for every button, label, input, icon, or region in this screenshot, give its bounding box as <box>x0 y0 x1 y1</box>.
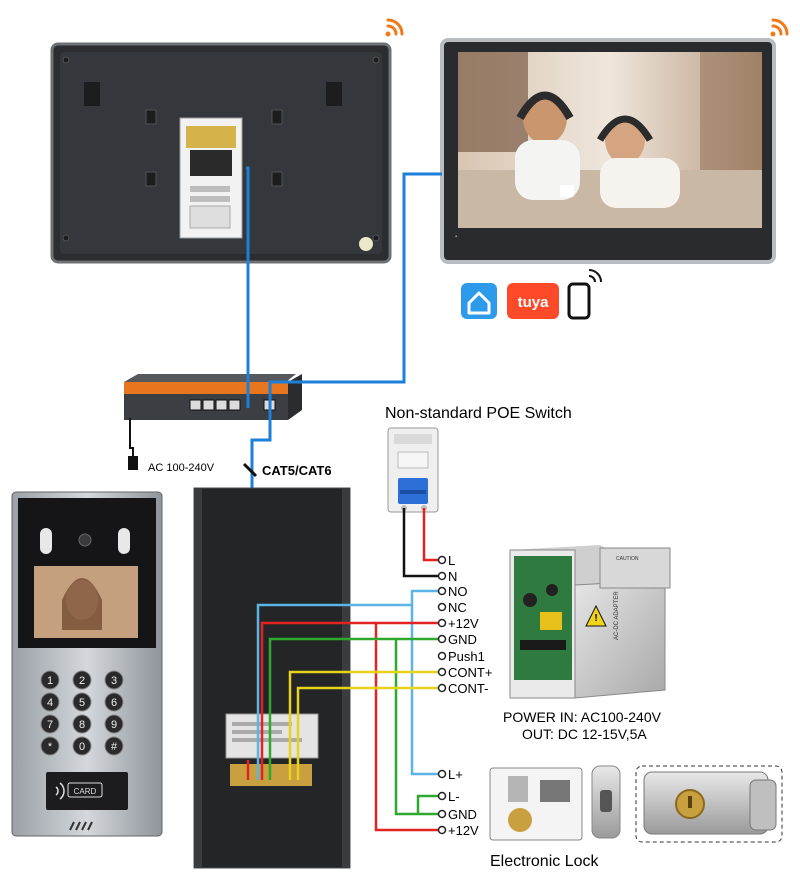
caution-text: CAUTION <box>616 556 639 562</box>
door-station-back <box>193 487 351 869</box>
keypad-button <box>104 670 124 690</box>
svg-text:!: ! <box>594 613 597 624</box>
terminal-label: L <box>448 553 455 568</box>
keypad-button <box>104 736 124 756</box>
smartphone-icon <box>567 269 602 320</box>
keypad-button <box>104 692 124 712</box>
terminal-label: CONT+ <box>448 665 492 680</box>
power-supply: ! CAUTION AC-DC ADAPTER <box>509 545 671 699</box>
terminal-marker <box>437 825 447 835</box>
switch-label: Non-standard POE Switch <box>385 405 572 422</box>
wifi-icon <box>385 18 404 37</box>
rear-label <box>225 713 319 759</box>
keypad-button <box>40 670 60 690</box>
keypad-key-label: 9 <box>111 719 117 731</box>
keypad-button <box>72 736 92 756</box>
keypad-key-label: 8 <box>79 719 85 731</box>
terminal-label: GND <box>448 632 477 647</box>
power-input-label: POWER IN: AC100-240V <box>503 709 662 725</box>
keypad-button <box>40 714 60 734</box>
terminal-label: N <box>448 569 457 584</box>
keypad-button <box>40 736 60 756</box>
speaker-grille <box>84 82 342 106</box>
monitor-back <box>50 42 392 264</box>
keypad-key-label: 0 <box>79 741 85 753</box>
terminal-marker <box>437 667 447 677</box>
terminal-marker <box>437 769 447 779</box>
ac-voltage-label: AC 100-240V <box>148 462 215 474</box>
terminal-label: GND <box>448 807 477 822</box>
wiring <box>246 508 438 832</box>
keypad-key-label: 5 <box>79 697 85 709</box>
terminal-label: NC <box>448 600 467 615</box>
keypad-key-label: 4 <box>47 697 53 709</box>
terminal-marker <box>437 651 447 661</box>
status-sticker <box>359 237 373 251</box>
lock-label: Electronic Lock <box>490 853 599 870</box>
terminal-marker <box>437 618 447 628</box>
terminal-label: +12V <box>448 616 479 631</box>
keypad-button <box>72 670 92 690</box>
tuya-text: tuya <box>518 294 550 311</box>
cable-slash <box>242 462 258 478</box>
keypad-button <box>72 714 92 734</box>
wifi-icon <box>770 18 789 37</box>
smart-home-app-icon <box>461 283 497 319</box>
terminal-marker <box>437 791 447 801</box>
keypad-key-label: 6 <box>111 697 117 709</box>
keypad-key-label: 7 <box>47 719 53 731</box>
monitor-front: ▪ <box>440 38 776 264</box>
terminal-label: NO <box>448 584 468 599</box>
electronic-lock <box>489 765 783 843</box>
keypad-key-label: # <box>111 741 118 753</box>
keypad-button <box>72 692 92 712</box>
terminal-label: +12V <box>448 823 479 838</box>
keypad-button <box>40 692 60 712</box>
keypad-key-label: 3 <box>111 675 117 687</box>
power-output-label: OUT: DC 12-15V,5A <box>522 726 647 742</box>
keypad-button <box>104 714 124 734</box>
terminal-marker <box>437 555 447 565</box>
terminal-marker <box>437 602 447 612</box>
tuya-app-icon: tuya <box>507 283 559 319</box>
door-station-front: 1 2 3 4 5 6 7 8 9 * 0 # CARD <box>11 491 163 837</box>
cable-type-label: CAT5/CAT6 <box>262 463 332 478</box>
circuit-breaker <box>387 427 439 513</box>
keypad: 1 2 3 4 5 6 7 8 9 * 0 # <box>40 670 124 756</box>
keypad-key-label: 2 <box>79 675 85 687</box>
terminal-marker <box>437 571 447 581</box>
terminal-label: CONT- <box>448 681 488 696</box>
terminal-marker <box>437 634 447 644</box>
terminal-label: L- <box>448 789 460 804</box>
terminal-label: L+ <box>448 767 463 782</box>
poe-switch <box>124 374 302 470</box>
mounting-holes <box>62 56 380 242</box>
keypad-key-label: 1 <box>47 675 53 687</box>
adapter-text: AC-DC ADAPTER <box>614 591 620 640</box>
rear-label <box>179 117 243 239</box>
terminal-label: Push1 <box>448 649 485 664</box>
terminal-marker <box>437 586 447 596</box>
card-reader-label: CARD <box>74 787 97 796</box>
card-reader <box>46 772 128 810</box>
terminal-marker <box>437 809 447 819</box>
svg-text:▪: ▪ <box>455 234 457 240</box>
keypad-key-label: * <box>48 741 53 753</box>
terminal-marker <box>437 683 447 693</box>
